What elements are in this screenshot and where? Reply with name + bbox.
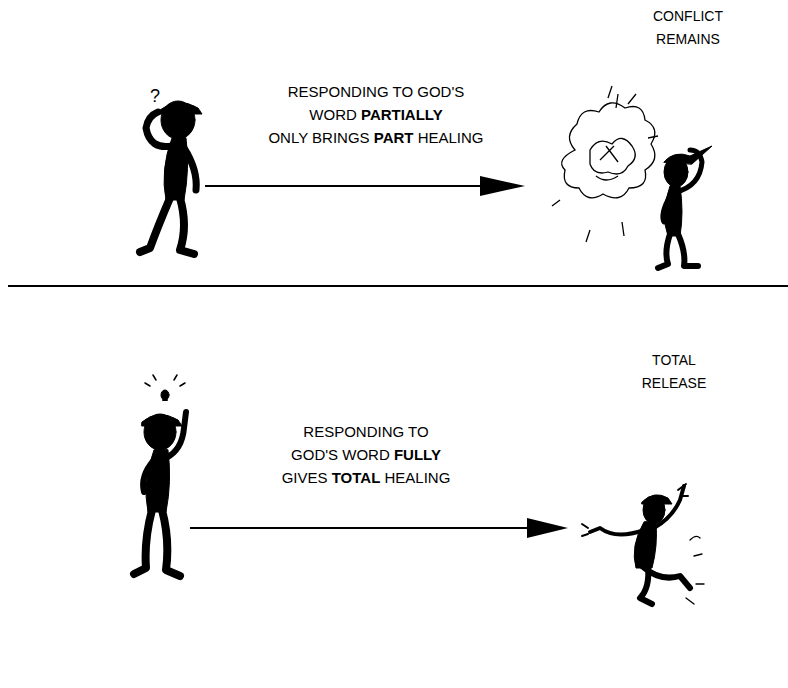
- text-word: PARTIALLY: [361, 106, 443, 123]
- text-word: TO: [408, 423, 429, 440]
- text-word: WORD: [309, 106, 357, 123]
- divider-line: [8, 285, 788, 287]
- result-heading: TOTAL RELEASE: [642, 349, 707, 395]
- result-heading: CONFLICT REMAINS: [653, 5, 723, 51]
- arrow: [190, 518, 568, 538]
- puzzled-figure: ?: [140, 86, 202, 254]
- text-word: GIVES: [282, 469, 328, 486]
- text-word: RESPONDING: [303, 423, 404, 440]
- arrow-caption: RESPONDING TO GOD'S WORD PARTIALLY ONLY …: [268, 80, 483, 149]
- text-word: HEALING: [384, 469, 450, 486]
- text-word: FULLY: [394, 446, 441, 463]
- text-word: RESPONDING: [288, 83, 389, 100]
- text-word: REMAINS: [656, 31, 720, 47]
- text-word: TOTAL: [332, 469, 381, 486]
- text-word: HEALING: [418, 129, 484, 146]
- text-word: TO: [392, 83, 413, 100]
- text-word: RELEASE: [642, 375, 707, 391]
- text-word: ONLY: [268, 129, 307, 146]
- text-word: PART: [374, 129, 414, 146]
- troubled-figure: [658, 146, 712, 268]
- text-word: BRINGS: [312, 129, 370, 146]
- text-word: CONFLICT: [653, 8, 723, 24]
- text-word: GOD'S: [417, 83, 464, 100]
- text-word: GOD'S: [291, 446, 338, 463]
- text-word: TOTAL: [652, 352, 696, 368]
- svg-text:?: ?: [150, 86, 160, 106]
- arrow: [205, 176, 525, 196]
- released-figure: [582, 484, 704, 604]
- idea-figure: [134, 375, 186, 576]
- conflict-cloud: [552, 86, 658, 242]
- arrow-caption: RESPONDING TO GOD'S WORD FULLY GIVES TOT…: [282, 420, 451, 489]
- text-word: WORD: [342, 446, 390, 463]
